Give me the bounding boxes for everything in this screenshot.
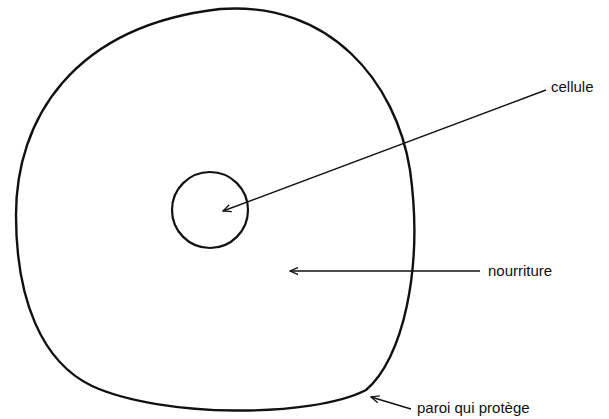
part-label: cellule [549,78,596,96]
leader-line [371,397,411,409]
cell-circle [172,172,248,248]
leader-line [223,90,546,211]
part-label: nourriture [486,262,554,280]
part-label: paroi qui protège [415,399,532,417]
leader-line [290,270,480,271]
outer-wall [16,8,414,410]
